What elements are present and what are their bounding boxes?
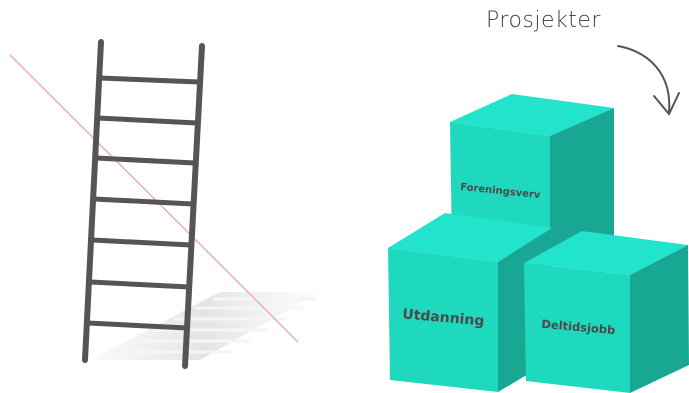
box-label-utdanning: Utdanning bbox=[402, 306, 485, 329]
cube-right: Deltidsjobb bbox=[524, 231, 689, 393]
box-label-deltidsjobb: Deltidsjobb bbox=[541, 317, 616, 337]
curved-arrow-icon bbox=[617, 45, 680, 116]
ladder-rungs bbox=[85, 75, 202, 331]
ladder bbox=[82, 39, 205, 369]
ladder-shadow bbox=[90, 292, 320, 360]
diagonal-line bbox=[9, 54, 299, 343]
prosjekter-heading: Prosjekter bbox=[486, 8, 601, 33]
